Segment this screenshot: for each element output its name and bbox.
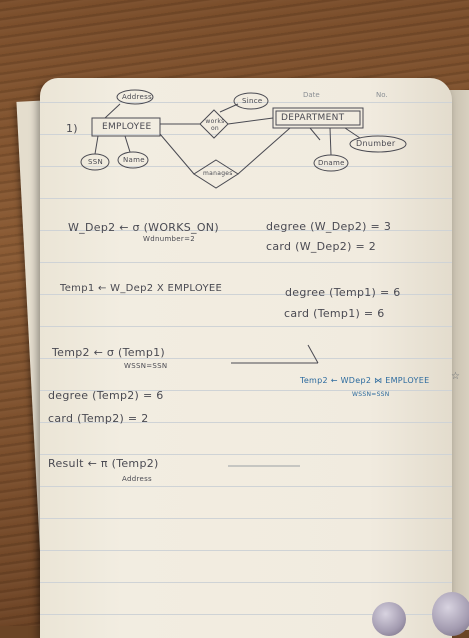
- department-entity-label: DEPARTMENT: [281, 113, 345, 123]
- temp1-product: Temp1 ← W_Dep2 X EMPLOYEE: [60, 283, 223, 294]
- ssn-attribute-label: SSN: [88, 158, 104, 166]
- employee-entity-box: [91, 117, 161, 137]
- w-dep2-cardinality: card (W_Dep2) = 2: [266, 240, 377, 253]
- w-dep2-condition: Wdnumber=2: [143, 235, 196, 243]
- notebook-page: [40, 78, 452, 638]
- dnumber-attribute-label: Dnumber: [356, 139, 396, 148]
- temp2-degree: degree (Temp2) = 6: [48, 389, 164, 402]
- temp2-join-condition: WSSN=SSN: [352, 391, 390, 398]
- temp2-selection: Temp2 ← σ (Temp1): [52, 346, 165, 359]
- date-label: Date: [303, 91, 320, 99]
- since-attribute-label: Since: [242, 97, 263, 105]
- address-attribute-ellipse: [116, 89, 154, 105]
- w-dep2-selection: W_Dep2 ← σ (WORKS_ON): [68, 221, 219, 234]
- number-label: No.: [376, 91, 388, 99]
- temp2-condition: WSSN=SSN: [124, 362, 168, 370]
- works-on-label: works on: [205, 118, 225, 132]
- since-attribute-ellipse: [233, 92, 269, 110]
- works-on-relationship-diamond: [199, 109, 229, 139]
- temp1-cardinality: card (Temp1) = 6: [284, 307, 385, 320]
- temp1-degree: degree (Temp1) = 6: [285, 286, 401, 299]
- name-attribute-ellipse: [117, 151, 149, 169]
- fingertip-left: [372, 602, 406, 636]
- star-mark-icon: ☆: [451, 371, 460, 382]
- employee-entity-label: EMPLOYEE: [102, 122, 152, 132]
- name-attribute-label: Name: [123, 156, 145, 164]
- temp2-cardinality: card (Temp2) = 2: [48, 412, 149, 425]
- manages-label: manages: [203, 170, 233, 177]
- fingertip-right: [432, 592, 469, 636]
- dname-attribute-label: Dname: [318, 159, 345, 167]
- dnumber-attribute-ellipse: [349, 135, 407, 153]
- manages-relationship-diamond: [193, 159, 239, 189]
- address-attribute-label: Address: [122, 93, 152, 101]
- diagram-number: 1): [66, 122, 78, 135]
- result-projection: Result ← π (Temp2): [48, 457, 159, 470]
- temp2-join-note: Temp2 ← WDep2 ⋈ EMPLOYEE: [300, 376, 430, 385]
- result-projection-attribute: Address: [122, 475, 152, 483]
- w-dep2-degree: degree (W_Dep2) = 3: [266, 220, 392, 233]
